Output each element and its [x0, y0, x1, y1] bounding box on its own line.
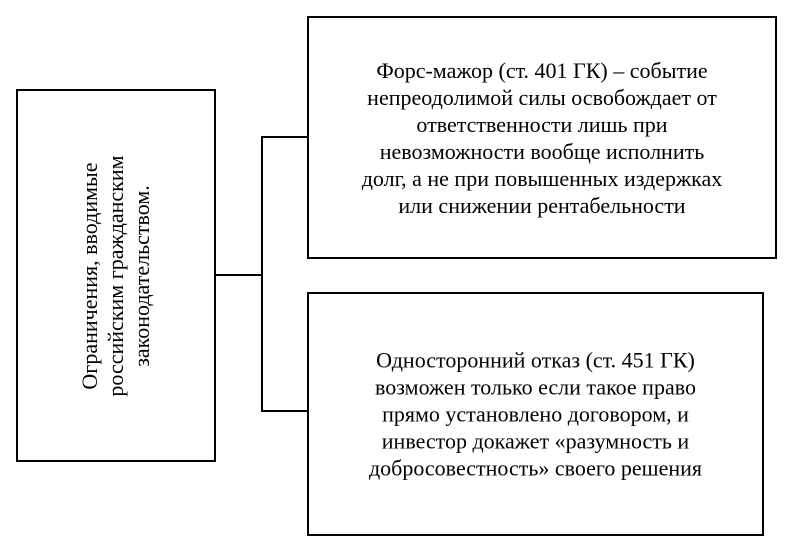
restrictions-line: законодательством.: [129, 184, 154, 367]
force-majeure-line: или снижении рентабельности: [398, 192, 686, 218]
force-majeure-line: Форс-мажор (ст. 401 ГК) – событие: [376, 57, 708, 83]
unilateral-refusal-line: добросовестность» своего решения: [368, 455, 703, 481]
restrictions-box: Ограничения, вводимые российским граждан…: [16, 89, 216, 462]
connector-line-vertical: [261, 136, 263, 412]
force-majeure-line: ответственности лишь при: [416, 111, 668, 137]
unilateral-refusal-text: Односторонний отказ (ст. 451 ГК) возможе…: [309, 347, 762, 482]
force-majeure-line: невозможности вообще исполнить: [379, 138, 705, 164]
restrictions-line: Ограничения, вводимые: [77, 161, 102, 390]
force-majeure-text: Форс-мажор (ст. 401 ГК) – событие непрео…: [309, 57, 775, 219]
restrictions-text: Ограничения, вводимые российским граждан…: [77, 98, 155, 453]
connector-line-left: [216, 274, 262, 276]
unilateral-refusal-box: Односторонний отказ (ст. 451 ГК) возможе…: [307, 292, 764, 536]
connector-line-bottom: [261, 410, 307, 412]
force-majeure-line: непреодолимой силы освобождает от: [367, 84, 717, 110]
unilateral-refusal-line: прямо установлено договором, и: [382, 401, 689, 427]
unilateral-refusal-line: возможен только если такое право: [375, 374, 696, 400]
force-majeure-box: Форс-мажор (ст. 401 ГК) – событие непрео…: [307, 16, 777, 259]
restrictions-line: российским гражданским: [103, 154, 128, 397]
connector-line-top: [261, 136, 307, 138]
force-majeure-line: долг, а не при повышенных издержках: [361, 165, 723, 191]
unilateral-refusal-line: инвестор докажет «разумность и: [381, 428, 690, 454]
unilateral-refusal-line: Односторонний отказ (ст. 451 ГК): [376, 347, 695, 373]
